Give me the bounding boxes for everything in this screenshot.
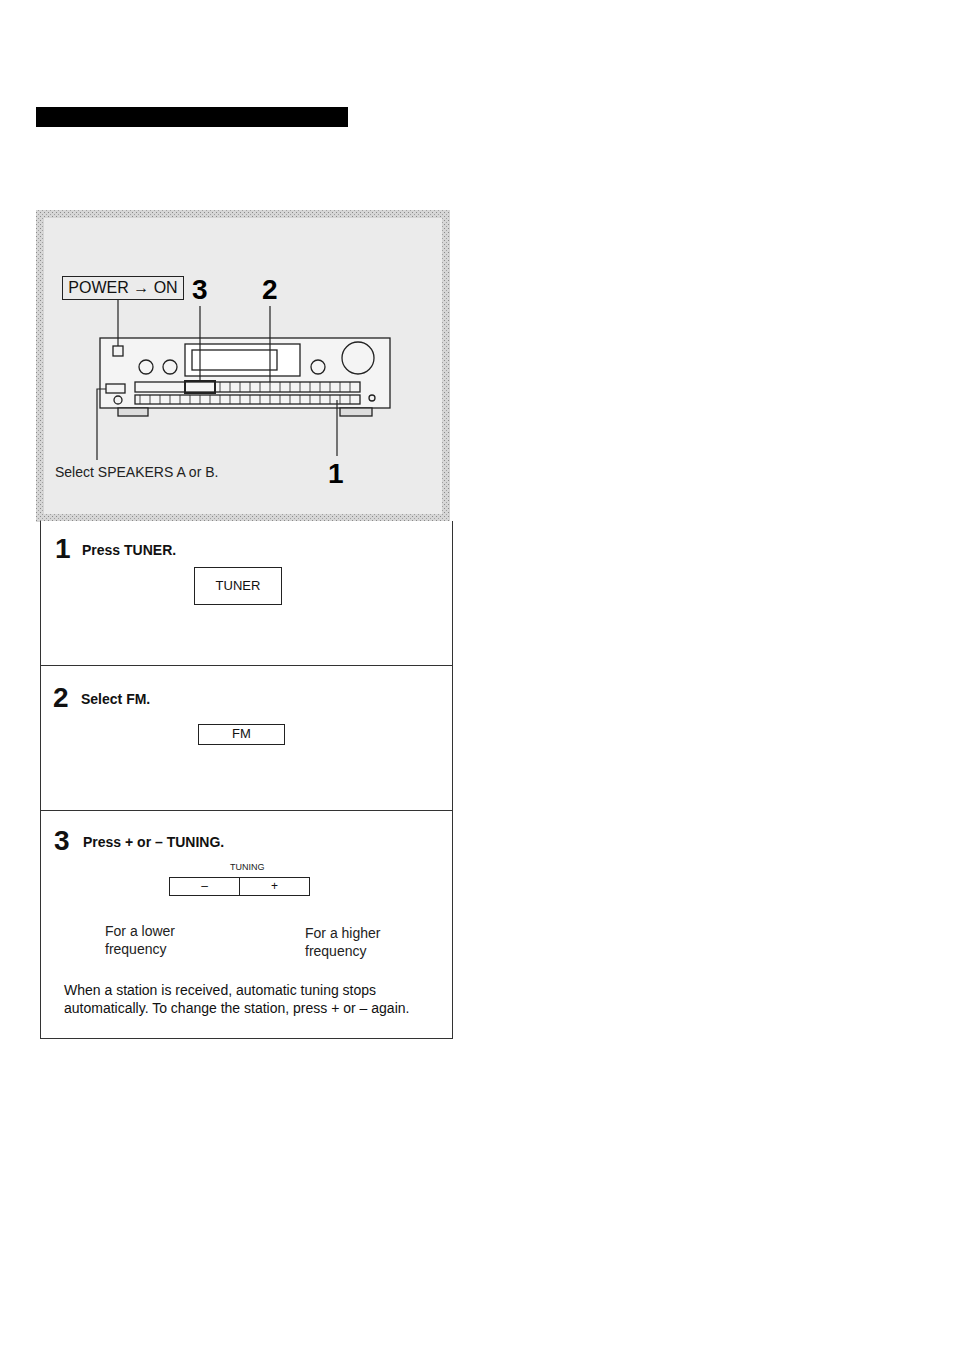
- button-divider: [290, 382, 291, 392]
- step-heading: Select FM.: [81, 691, 381, 709]
- button: TUNER: [194, 567, 282, 605]
- callout-number: 3: [192, 276, 208, 304]
- button-divider: [230, 382, 231, 392]
- button-divider: [250, 382, 251, 392]
- button-label: +: [271, 879, 278, 894]
- callout-number: 2: [262, 276, 278, 304]
- step-heading: Press TUNER.: [82, 542, 382, 560]
- receiver-drawing: [100, 338, 390, 416]
- button-divider: [270, 382, 271, 392]
- button-label: TUNER: [216, 578, 261, 594]
- button: FM: [198, 724, 285, 745]
- note-text: When a station is received, automatic tu…: [64, 982, 449, 1017]
- step-box: 3 Press + or – TUNING. When a station is r…: [40, 811, 453, 1039]
- button-divider: [280, 395, 281, 404]
- button-divider: [260, 395, 261, 404]
- button-label: FM: [232, 726, 251, 742]
- panel-ground: [44, 218, 442, 514]
- button-divider: [180, 395, 181, 404]
- leader-label: For a higher frequency: [305, 924, 400, 960]
- step-box: 2 Select FM. FM: [40, 666, 453, 811]
- button-divider: [330, 395, 331, 404]
- button-divider: [300, 395, 301, 404]
- button-divider: [280, 382, 281, 392]
- button-divider: [350, 395, 351, 404]
- callout-box: POWER → ON: [62, 276, 184, 300]
- button-divider: [240, 382, 241, 392]
- tuning-button: –: [169, 877, 240, 896]
- button-divider: [230, 395, 231, 404]
- step-number: 3: [54, 823, 70, 858]
- button-divider: [250, 395, 251, 404]
- button-divider: [290, 395, 291, 404]
- button-divider: [190, 395, 191, 404]
- button-divider: [320, 395, 321, 404]
- panel-legend: TUNING: [230, 862, 265, 874]
- button-divider: [310, 395, 311, 404]
- button-divider: [300, 382, 301, 392]
- button-divider: [330, 382, 331, 392]
- button-label: POWER → ON: [68, 278, 177, 298]
- button-divider: [240, 395, 241, 404]
- panel-border: [36, 210, 450, 522]
- button-divider: [170, 395, 171, 404]
- button-divider: [140, 395, 141, 404]
- button-divider: [350, 382, 351, 392]
- button-row: [140, 382, 350, 404]
- button-divider: [320, 382, 321, 392]
- button-divider: [200, 395, 201, 404]
- callout-text: Select SPEAKERS A or B.: [55, 463, 225, 481]
- leader-label: For a lower frequency: [105, 922, 195, 958]
- step-heading: Press + or – TUNING.: [83, 834, 403, 852]
- button-divider: [310, 382, 311, 392]
- button-label: –: [201, 879, 208, 894]
- step-number: 2: [53, 680, 69, 715]
- button-divider: [160, 395, 161, 404]
- step-box: 1 Press TUNER. TUNER: [40, 521, 453, 666]
- header-bar: [36, 107, 348, 127]
- button-divider: [270, 395, 271, 404]
- tuning-button: +: [239, 877, 310, 896]
- button-divider: [150, 395, 151, 404]
- button-divider: [340, 395, 341, 404]
- button-divider: [340, 382, 341, 392]
- button-divider: [210, 395, 211, 404]
- button-divider: [220, 395, 221, 404]
- step-number: 1: [55, 531, 71, 566]
- button-divider: [220, 382, 221, 392]
- button-divider: [260, 382, 261, 392]
- callout-number: 1: [328, 460, 344, 488]
